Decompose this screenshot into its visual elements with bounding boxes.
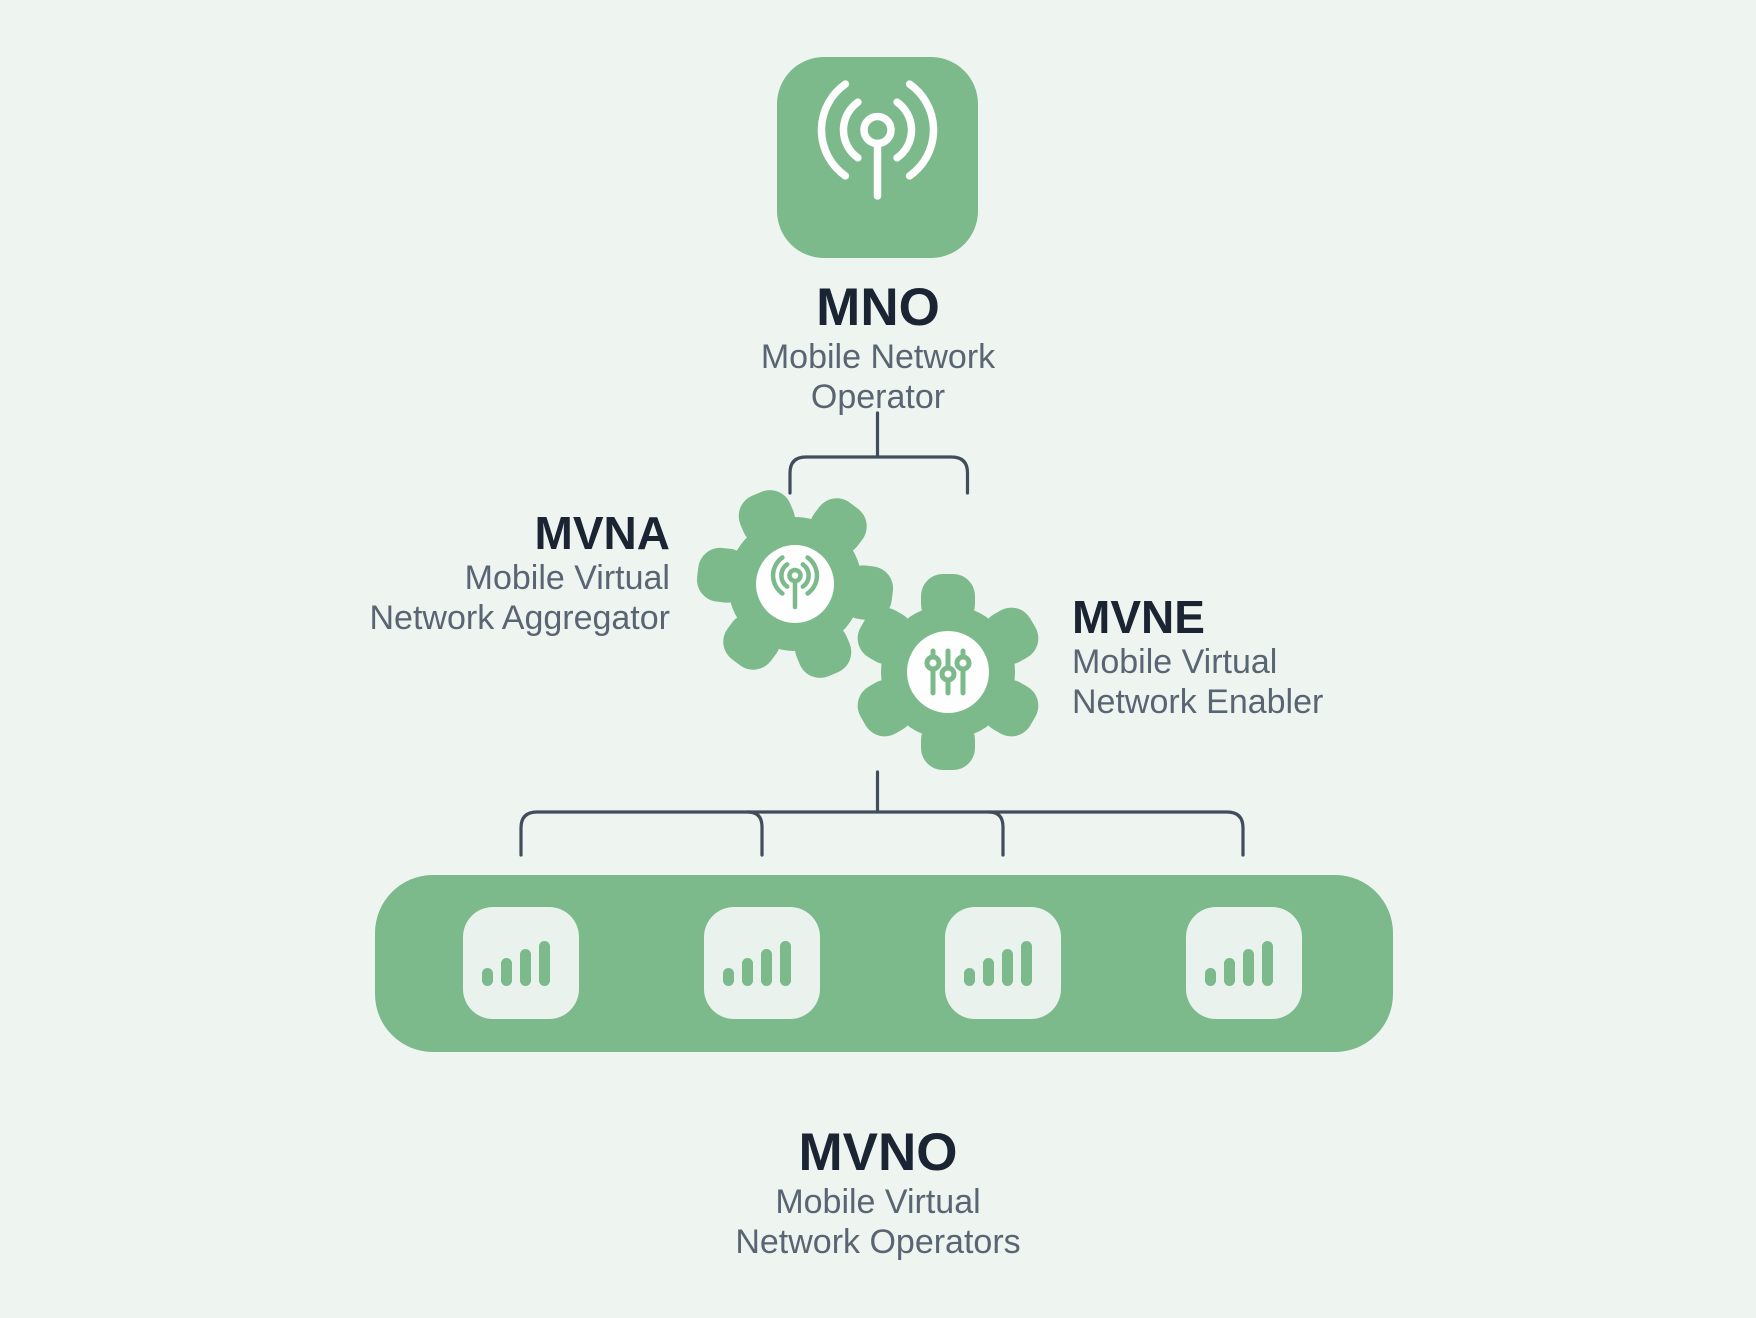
mvno-bar: [375, 875, 1393, 1052]
mvna-label: MVNA Mobile Virtual Network Aggregator: [220, 507, 671, 638]
mno-abbr: MNO: [816, 278, 940, 337]
mno-icon: [777, 57, 978, 258]
signal-bars-icon: [1205, 941, 1273, 986]
gear-body: [857, 574, 1039, 770]
signal-bars-icon: [723, 941, 791, 986]
mvno-bar-background: [375, 875, 1393, 1052]
mvna-gear-icon: [696, 490, 894, 678]
mvne-name-line1: Mobile Virtual: [1072, 643, 1278, 681]
connector-gears-to-mvno: [519, 770, 1245, 857]
mvno-operator-tile-1: [463, 907, 579, 1019]
mvno-operator-tile-4: [1186, 907, 1302, 1019]
mno-name-line2: Operator: [810, 378, 946, 416]
mno-name-line1: Mobile Network: [760, 338, 996, 376]
connector-mno-to-gears: [788, 411, 970, 495]
mvna-abbr: MVNA: [534, 507, 670, 559]
mvne-label: MVNE Mobile Virtual Network Enabler: [1072, 592, 1522, 722]
mvna-name-line2: Network Aggregator: [369, 599, 671, 637]
mvno-name-line2: Network Operators: [735, 1223, 1021, 1261]
mvna-name-line1: Mobile Virtual: [464, 559, 670, 597]
mvno-abbr: MVNO: [798, 1123, 958, 1182]
signal-bars-icon: [482, 941, 550, 986]
mvne-gear-icon: [857, 574, 1039, 770]
mvno-operator-tile-2: [704, 907, 820, 1019]
mvno-name-line1: Mobile Virtual: [775, 1183, 981, 1221]
antenna-icon: [770, 555, 820, 610]
mvne-abbr: MVNE: [1072, 591, 1205, 643]
sliders-icon: [924, 648, 972, 696]
mvno-operator-tile-3: [945, 907, 1061, 1019]
mvne-name-line2: Network Enabler: [1072, 683, 1324, 721]
signal-bars-icon: [964, 941, 1032, 986]
mvno-label: MVNO Mobile Virtual Network Operators: [578, 1126, 1178, 1262]
mno-label: MNO Mobile Network Operator: [578, 281, 1178, 417]
broadcast-antenna-icon: [817, 80, 938, 200]
